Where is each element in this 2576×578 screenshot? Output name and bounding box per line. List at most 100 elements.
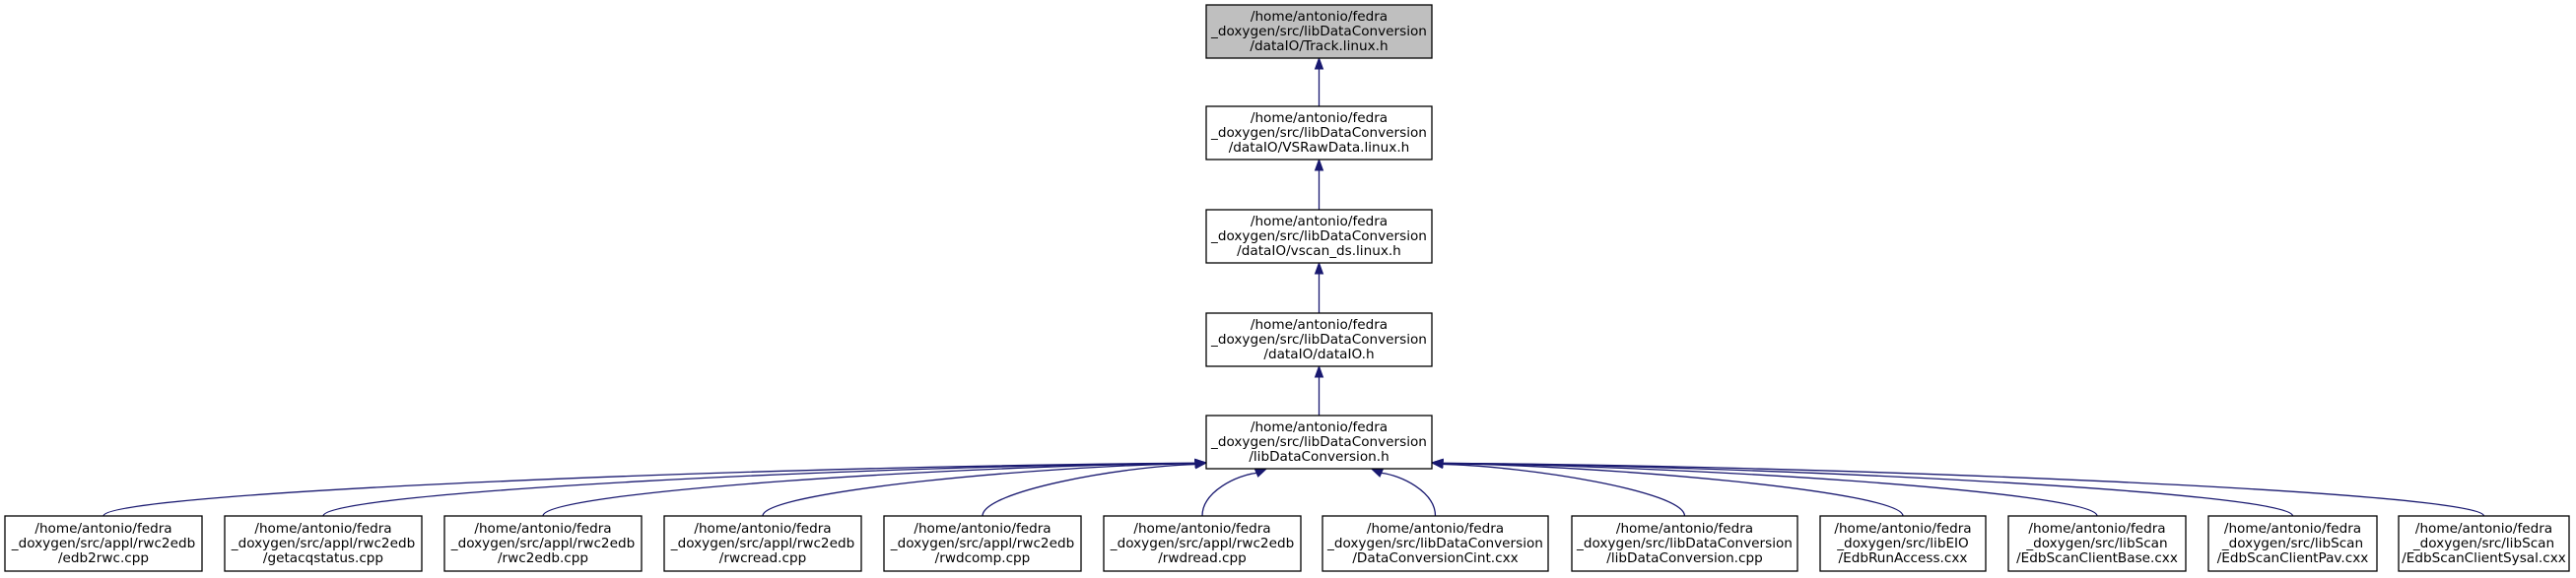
edges-layer <box>102 56 2485 517</box>
node-label-line: _doxygen/src/libDataConversion <box>1210 24 1427 39</box>
edge-line <box>542 462 1196 517</box>
node-label-line: /home/antonio/fedra <box>1251 110 1388 126</box>
edge-arrowhead <box>1314 261 1324 275</box>
node-label-line: /rwc2edb.cpp <box>498 550 588 566</box>
node-label-line: /home/antonio/fedra <box>1251 317 1388 333</box>
file-node-edbscanclientsysal[interactable]: /home/antonio/fedra_doxygen/src/libScan/… <box>2398 515 2570 572</box>
node-label-line: /home/antonio/fedra <box>694 521 831 537</box>
node-label-line: _doxygen/src/libDataConversion <box>1210 125 1427 141</box>
edge-line <box>1381 472 1437 517</box>
node-box <box>1322 515 1549 572</box>
node-label-line: /libDataConversion.h <box>1249 449 1389 465</box>
node-box <box>443 515 643 572</box>
node-label-line: /home/antonio/fedra <box>474 521 611 537</box>
node-label-line: _doxygen/src/appl/rwc2edb <box>231 536 415 551</box>
edge-arrowhead <box>1314 158 1324 171</box>
file-node-rwdcomp[interactable]: /home/antonio/fedra_doxygen/src/appl/rwc… <box>883 515 1082 572</box>
node-label-line: /home/antonio/fedra <box>1251 419 1388 435</box>
edge-line <box>1442 463 1904 517</box>
file-node-edbrunaccess[interactable]: /home/antonio/fedra_doxygen/src/libEIO/E… <box>1819 515 1987 572</box>
node-label-line: /home/antonio/fedra <box>914 521 1051 537</box>
file-node-dataio[interactable]: /home/antonio/fedra_doxygen/src/libDataC… <box>1205 312 1433 367</box>
edge-line <box>102 462 1196 517</box>
node-box <box>1819 515 1987 572</box>
file-node-vscan_ds[interactable]: /home/antonio/fedra_doxygen/src/libDataC… <box>1205 209 1433 264</box>
edge-edbscanclientsysal-to-libdataconversion_h <box>1430 458 2485 517</box>
node-box <box>224 515 423 572</box>
file-node-rwdread[interactable]: /home/antonio/fedra_doxygen/src/appl/rwc… <box>1103 515 1302 572</box>
node-box <box>1205 209 1433 264</box>
node-label-line: /home/antonio/fedra <box>1133 521 1270 537</box>
node-label-line: /home/antonio/fedra <box>1251 214 1388 229</box>
edge-arrowhead <box>1430 458 1444 469</box>
node-box <box>883 515 1082 572</box>
node-label-line: /EdbRunAccess.cxx <box>1839 550 1968 566</box>
node-label-line: /EdbScanClientPav.cxx <box>2217 550 2369 566</box>
edge-line <box>1442 462 2485 517</box>
file-node-getacqstatus[interactable]: /home/antonio/fedra_doxygen/src/appl/rwc… <box>224 515 423 572</box>
file-node-rwcread[interactable]: /home/antonio/fedra_doxygen/src/appl/rwc… <box>663 515 862 572</box>
edge-rwdread-to-libdataconversion_h <box>1201 468 1268 517</box>
node-label-line: /home/antonio/fedra <box>1251 9 1388 25</box>
file-node-edb2rwc[interactable]: /home/antonio/fedra_doxygen/src/appl/rwc… <box>4 515 203 572</box>
node-label-line: /rwdcomp.cpp <box>935 550 1031 566</box>
node-label-line: _doxygen/src/libScan <box>2412 536 2554 551</box>
edge-dataio-to-vscan_ds <box>1314 261 1324 313</box>
edge-arrowhead <box>1193 460 1208 470</box>
edge-arrowhead <box>1254 468 1268 478</box>
edge-dataconversioncint-to-libdataconversion_h <box>1370 468 1437 517</box>
edge-rwdcomp-to-libdataconversion_h <box>982 460 1208 517</box>
file-node-libdataconversion_cpp[interactable]: /home/antonio/fedra_doxygen/src/libDataC… <box>1571 515 1798 572</box>
node-box <box>1205 415 1433 470</box>
edge-arrowhead <box>1314 56 1324 70</box>
node-label-line: /rwcread.cpp <box>719 550 806 566</box>
node-box <box>1103 515 1302 572</box>
node-label-line: _doxygen/src/libDataConversion <box>1210 228 1427 244</box>
node-box <box>1205 105 1433 161</box>
nodes-layer: /home/antonio/fedra_doxygen/src/libDataC… <box>4 4 2570 572</box>
node-label-line: /EdbScanClientSysal.cxx <box>2402 550 2566 566</box>
file-node-track[interactable]: /home/antonio/fedra_doxygen/src/libDataC… <box>1205 4 1433 59</box>
node-label-line: /rwdread.cpp <box>1158 550 1247 566</box>
node-label-line: _doxygen/src/libDataConversion <box>1210 434 1427 450</box>
node-label-line: /getacqstatus.cpp <box>263 550 383 566</box>
node-label-line: _doxygen/src/appl/rwc2edb <box>450 536 635 551</box>
edge-line <box>1442 462 2294 517</box>
node-box <box>2398 515 2570 572</box>
node-label-line: /DataConversionCint.cxx <box>1352 550 1518 566</box>
file-node-libdataconversion_h[interactable]: /home/antonio/fedra_doxygen/src/libDataC… <box>1205 415 1433 470</box>
edge-libdataconversion_h-to-dataio <box>1314 364 1324 416</box>
node-label-line: _doxygen/src/libDataConversion <box>1326 536 1543 551</box>
node-box <box>1205 312 1433 367</box>
edge-edbscanclientbase-to-libdataconversion_h <box>1430 458 2098 517</box>
node-label-line: /home/antonio/fedra <box>2028 521 2165 537</box>
node-label-line: /home/antonio/fedra <box>254 521 391 537</box>
node-label-line: /EdbScanClientBase.cxx <box>2016 550 2178 566</box>
edge-line <box>1442 463 1686 517</box>
node-label-line: /dataIO/VSRawData.linux.h <box>1229 140 1410 156</box>
edge-vscan_ds-to-vsrawdata <box>1314 158 1324 210</box>
edge-getacqstatus-to-libdataconversion_h <box>322 458 1208 517</box>
node-label-line: _doxygen/src/libScan <box>2025 536 2167 551</box>
node-label-line: /dataIO/vscan_ds.linux.h <box>1237 243 1401 259</box>
file-node-dataconversioncint[interactable]: /home/antonio/fedra_doxygen/src/libDataC… <box>1322 515 1549 572</box>
node-label-line: /home/antonio/fedra <box>34 521 171 537</box>
node-label-line: /edb2rwc.cpp <box>58 550 149 566</box>
file-node-vsrawdata[interactable]: /home/antonio/fedra_doxygen/src/libDataC… <box>1205 105 1433 161</box>
edge-vsrawdata-to-track <box>1314 56 1324 106</box>
node-label-line: _doxygen/src/appl/rwc2edb <box>890 536 1074 551</box>
node-label-line: _doxygen/src/libDataConversion <box>1210 332 1427 348</box>
file-node-edbscanclientpav[interactable]: /home/antonio/fedra_doxygen/src/libScan/… <box>2207 515 2378 572</box>
node-box <box>2007 515 2187 572</box>
edge-line <box>1201 472 1257 517</box>
node-label-line: _doxygen/src/libDataConversion <box>1576 536 1793 551</box>
node-box <box>4 515 203 572</box>
node-label-line: _doxygen/src/libEIO <box>1836 536 1969 551</box>
file-node-rwc2edb[interactable]: /home/antonio/fedra_doxygen/src/appl/rwc… <box>443 515 643 572</box>
file-node-edbscanclientbase[interactable]: /home/antonio/fedra_doxygen/src/libScan/… <box>2007 515 2187 572</box>
edge-arrowhead <box>1314 364 1324 378</box>
node-label-line: /home/antonio/fedra <box>2224 521 2361 537</box>
edge-line <box>982 463 1196 517</box>
node-label-line: _doxygen/src/appl/rwc2edb <box>670 536 854 551</box>
